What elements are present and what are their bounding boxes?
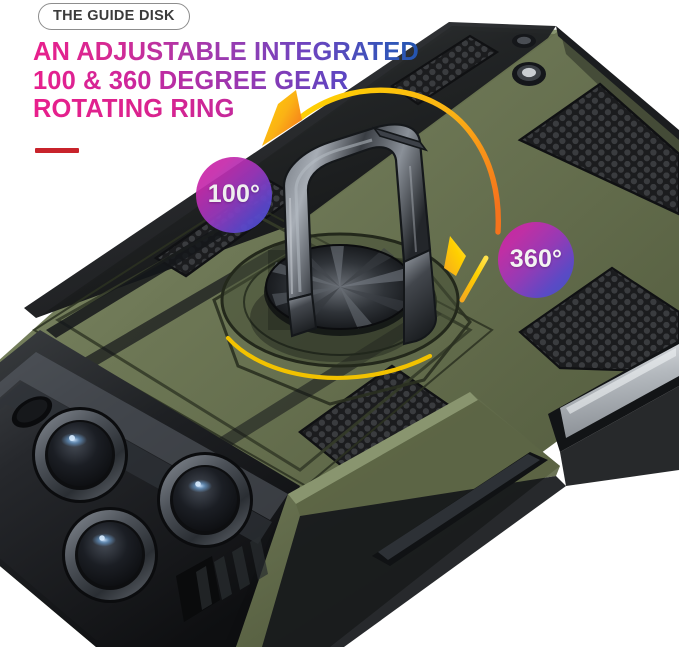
- camera-lens-3: [62, 507, 158, 603]
- grip-texture-right: [517, 82, 679, 216]
- speaker-grille: [176, 536, 268, 622]
- grip-texture-top-right: [390, 34, 500, 106]
- headline-line-3: ROTATING RING: [33, 95, 453, 124]
- headline-line-1: AN ADJUSTABLE INTEGRATED: [33, 38, 453, 67]
- side-button-right: [548, 340, 679, 452]
- section-tag-badge: THE GUIDE DISK: [38, 3, 190, 30]
- grip-texture-lower-right: [518, 266, 679, 374]
- rotation-arrow-top: [262, 87, 501, 235]
- rotating-ring-holder: [220, 123, 460, 368]
- camera-module: [0, 330, 300, 647]
- badge-100-degree-label: 100°: [207, 179, 261, 208]
- badge-100-degree: 100°: [196, 157, 272, 233]
- flash-cutout: [11, 396, 53, 428]
- headline-line-2: 100 & 360 DEGREE GEAR: [33, 67, 453, 96]
- rotation-arrow-right: [444, 236, 489, 303]
- camera-lens-2: [157, 452, 253, 548]
- camera-lens-1: [32, 407, 128, 503]
- badge-360-degree-label: 360°: [509, 244, 563, 273]
- rotation-arc-bottom: [225, 335, 433, 380]
- volume-button-bottom: [372, 452, 548, 566]
- accent-rule: [35, 148, 79, 153]
- ring-arch: [282, 123, 438, 346]
- headline-block: AN ADJUSTABLE INTEGRATED 100 & 360 DEGRE…: [33, 38, 453, 124]
- badge-360-degree: 360°: [498, 222, 574, 298]
- case-port-detail: [512, 62, 546, 86]
